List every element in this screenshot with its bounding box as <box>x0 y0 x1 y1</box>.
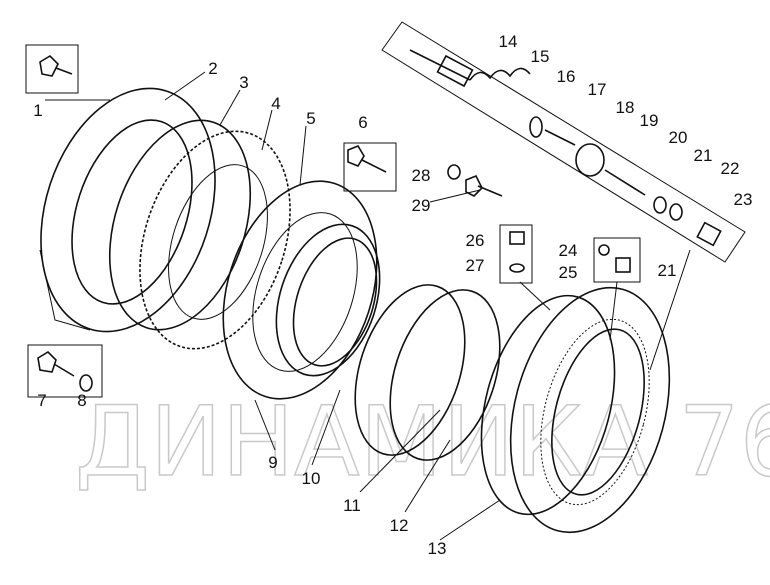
label-14: 14 <box>499 32 518 51</box>
label-23: 23 <box>734 190 753 209</box>
valve-assembly <box>381 21 746 263</box>
label-1: 1 <box>33 101 42 120</box>
bolt-25 <box>593 237 641 283</box>
bolt-29 <box>447 164 503 197</box>
label-11: 11 <box>343 496 361 515</box>
label-26: 26 <box>466 231 485 250</box>
bolt-6 <box>343 142 397 192</box>
label-18: 18 <box>616 98 635 117</box>
label-29: 29 <box>412 196 431 215</box>
label-19: 19 <box>640 111 659 130</box>
label-5: 5 <box>306 109 315 128</box>
label-21: 21 <box>694 146 713 165</box>
bolt-1 <box>25 44 79 94</box>
plug-26 <box>499 224 533 284</box>
bolt-7 <box>27 344 103 398</box>
piston-ring-inner <box>292 237 378 367</box>
label-8: 8 <box>77 391 86 410</box>
label-15: 15 <box>531 47 550 66</box>
label-22: 22 <box>721 159 740 178</box>
steel-disc <box>222 180 378 400</box>
housing <box>480 286 671 534</box>
leader-lines <box>45 71 691 541</box>
label-21-lower: 21 <box>658 261 677 280</box>
friction-disc <box>139 130 291 350</box>
label-25: 25 <box>559 263 578 282</box>
label-13: 13 <box>428 539 447 558</box>
o-ring-11 <box>354 284 466 456</box>
label-7: 7 <box>37 391 46 410</box>
seal-ring <box>108 119 252 331</box>
label-12: 12 <box>390 516 409 535</box>
label-16: 16 <box>557 67 576 86</box>
label-4: 4 <box>271 94 280 113</box>
label-24: 24 <box>559 241 578 260</box>
label-10: 10 <box>302 469 321 488</box>
label-6: 6 <box>358 113 367 132</box>
label-20: 20 <box>669 128 688 147</box>
label-3: 3 <box>239 73 248 92</box>
cover-plate <box>39 87 216 333</box>
label-28: 28 <box>412 166 431 185</box>
piston-ring <box>275 223 381 377</box>
label-9: 9 <box>268 453 277 472</box>
o-ring-12 <box>389 289 501 461</box>
label-17: 17 <box>588 80 607 99</box>
label-2: 2 <box>208 59 217 78</box>
label-27: 27 <box>466 256 485 275</box>
